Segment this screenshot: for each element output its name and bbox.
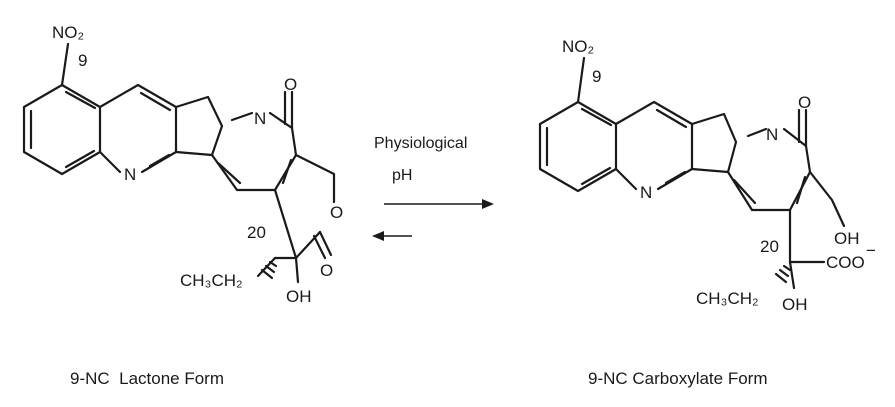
quinoline-nitrogen: N: [124, 165, 136, 184]
nitro-label: NO₂: [52, 23, 84, 42]
nitro-bond: [60, 42, 70, 87]
c20-label: 20: [247, 223, 266, 242]
c20-hydroxyl-bond-right: [788, 260, 796, 290]
lactone-carbonyl-oxygen: O: [320, 261, 333, 280]
ring-c-bonds-right: [690, 112, 738, 174]
ring-a-bonds: [22, 83, 102, 176]
equilibrium-arrows: Physiological pH: [372, 135, 494, 241]
ring-d-inner-double-bonds: [216, 158, 293, 185]
pyridone-nitrogen: N: [254, 109, 266, 128]
position-9-label: 9: [78, 51, 87, 70]
nitro-bond-right: [576, 56, 586, 104]
reverse-arrowhead: [372, 231, 384, 241]
c20-wedge-hash-right: [774, 264, 792, 284]
carboxylate-structure: NO₂ 9 N N O OH 20 COO − CH₃CH₂ OH: [538, 37, 876, 314]
ring-d-inner-double-bonds-right: [732, 175, 807, 205]
c20-hydroxyl-bond: [294, 256, 300, 284]
hydroxymethyl-oh-label: OH: [834, 229, 860, 248]
forward-arrowhead: [482, 199, 494, 209]
carboxylate-caption: 9-NC Carboxylate Form: [588, 369, 768, 388]
nitro-label-right: NO₂: [562, 37, 594, 56]
c20-wedge-hash: [260, 260, 278, 280]
ring-b-inner-double-bonds-right: [655, 108, 688, 185]
condition-ph: pH: [392, 167, 412, 184]
ethyl-group-label-right: CH₃CH₂: [696, 289, 759, 308]
ring-b-inner-double-bonds: [139, 91, 172, 168]
carboxylate-label: COO: [826, 253, 865, 272]
ketone-oxygen: O: [284, 75, 297, 94]
ethyl-group-label: CH₃CH₂: [180, 271, 243, 290]
pyridone-nitrogen-right: N: [766, 125, 778, 144]
c20-label-right: 20: [760, 237, 779, 256]
ketone-oxygen-right: O: [798, 93, 811, 112]
lactone-structure: NO₂ 9 N N O O O 20 CH₃CH₂ OH: [22, 23, 343, 306]
hydroxymethyl-bond: [808, 170, 846, 228]
ring-a-inner-double-bonds: [29, 90, 97, 169]
lactone-caption: 9-NC Lactone Form: [70, 369, 224, 388]
hydroxyl-label-right: OH: [782, 295, 808, 314]
hydroxyl-label: OH: [286, 287, 312, 306]
ring-a-bonds-right: [538, 100, 618, 193]
ring-b-bonds-right: [614, 100, 694, 191]
lactone-carbonyl-double-bond: [312, 230, 333, 260]
ring-b-bonds: [98, 83, 178, 174]
ketone-bond-right: [782, 108, 808, 148]
condition-physiological: Physiological: [374, 135, 467, 152]
ring-a-inner-double-bonds-right: [545, 107, 613, 186]
ketone-bond: [268, 90, 294, 130]
ring-c-bonds: [174, 95, 224, 157]
carboxylate-charge: −: [866, 241, 876, 260]
lactone-ring-oxygen: O: [330, 203, 343, 222]
position-9-label-right: 9: [592, 67, 601, 86]
quinoline-nitrogen-right: N: [640, 183, 652, 202]
